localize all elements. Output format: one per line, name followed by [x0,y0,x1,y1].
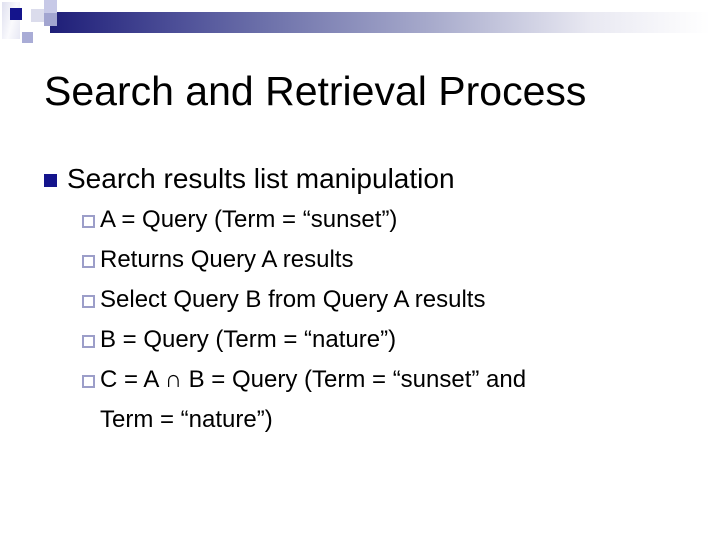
sub-bullet-text: Select Query B from Query A results [100,286,486,313]
hollow-square-icon [82,255,95,268]
deco-square-muted-small [22,32,33,43]
hollow-square-icon [82,335,95,348]
deco-square-top-light [44,0,57,13]
sub-bullet-item: B = Query (Term = “nature”) [82,320,642,360]
sub-bullet-item: C = A ∩ B = Query (Term = “sunset” and T… [82,360,642,440]
bullet-square-icon [44,174,57,187]
hollow-square-icon [82,375,95,388]
hollow-square-icon [82,215,95,228]
bullet-text: Search results list manipulation [67,163,455,194]
deco-square-pale [31,9,44,22]
sub-bullet-text: B = Query (Term = “nature”) [100,326,397,353]
sub-bullet-list: A = Query (Term = “sunset”) Returns Quer… [82,200,642,440]
sub-bullet-text: A = Query (Term = “sunset”) [100,206,398,233]
sub-bullet-item: Select Query B from Query A results [82,280,642,320]
deco-square-medium [44,13,57,26]
page-title: Search and Retrieval Process [44,68,587,114]
hollow-square-icon [82,295,95,308]
sub-bullet-item: Returns Query A results [82,240,642,280]
sub-bullet-text-line1: C = A ∩ B = Query (Term = “sunset” and [100,366,527,393]
deco-square-navy [10,8,22,20]
sub-bullet-text: Returns Query A results [100,246,354,273]
sub-bullet-text-line2: Term = “nature”) [100,406,273,433]
header-gradient-bar [50,12,710,33]
sub-bullet-item: A = Query (Term = “sunset”) [82,200,642,240]
